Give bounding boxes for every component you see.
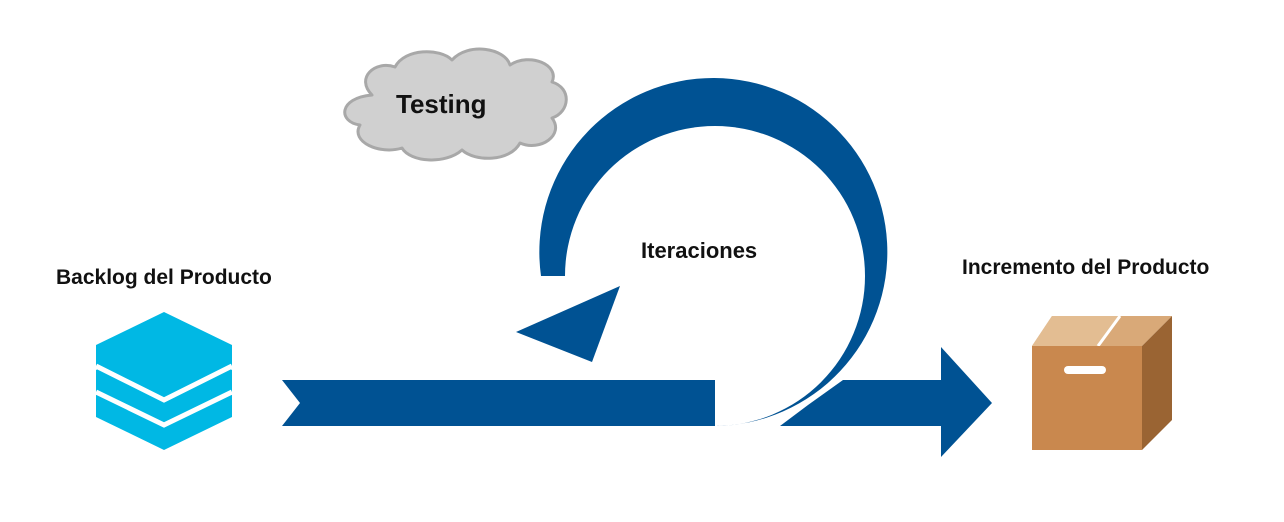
increment-label: Incremento del Producto <box>962 256 1210 279</box>
stack-layer-top <box>96 312 232 400</box>
cloud-icon <box>343 47 568 162</box>
loop-arrow-icon <box>282 78 992 457</box>
cardboard-box-icon <box>1032 315 1172 450</box>
main-flow-band <box>282 380 715 426</box>
backlog-label: Backlog del Producto <box>56 266 272 289</box>
layered-stack-icon <box>94 312 234 450</box>
testing-label: Testing <box>396 89 487 119</box>
iteration-arrowhead <box>516 286 620 362</box>
iterations-label: Iteraciones <box>641 238 758 263</box>
exit-arrow <box>780 347 992 457</box>
